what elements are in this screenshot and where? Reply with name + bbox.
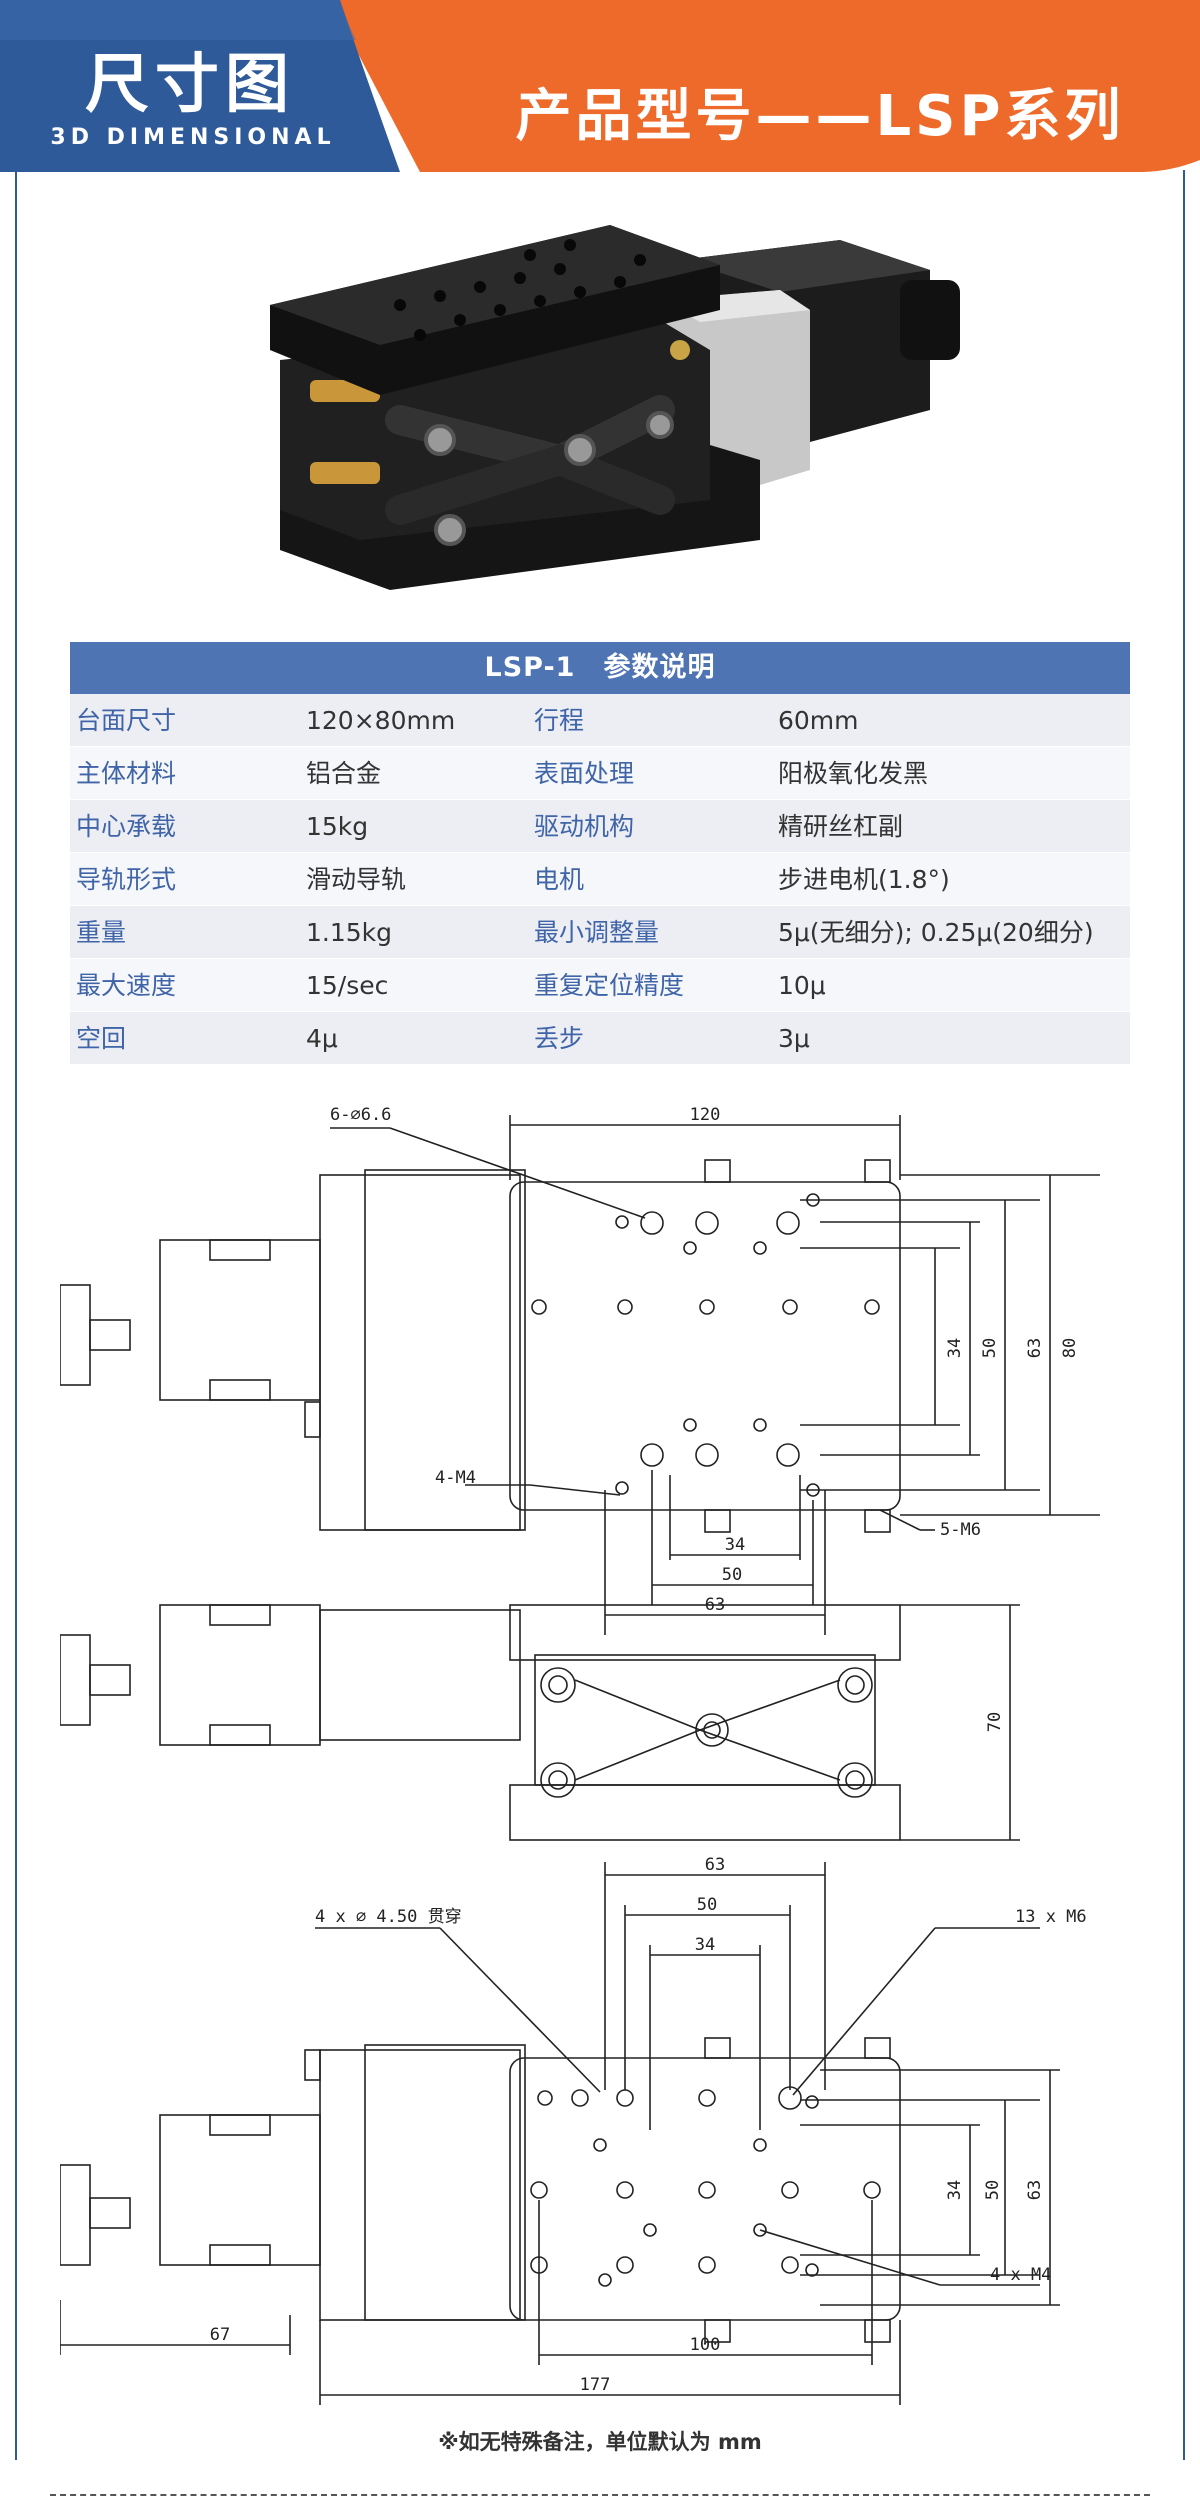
dim-bottom-67: 67 [210,2325,230,2345]
header-banner: 尺寸图 3D DIMENSIONAL 产品型号——LSP系列 [0,0,1200,176]
dim-bottom-34: 34 [695,1935,715,1955]
dim-bottom-177: 177 [580,2375,611,2395]
table-row: 中心承载 15kg 驱动机构 精研丝杠副 [70,800,1130,853]
side-view-drawing [59,1604,1020,1841]
table-row: 最大速度 15/sec 重复定位精度 10μ [70,959,1130,1012]
label-bottom-4-m4: 4 x M4 [990,2265,1051,2285]
spec-table: LSP-1 参数说明 台面尺寸 120×80mm 行程 60mm 主体材料 铝合… [70,642,1130,1065]
bottom-view-drawing [59,1862,1060,2405]
dim-side-height: 70 [985,1712,1005,1732]
dashed-divider [50,2494,1150,2496]
label-through-holes: 4 x ∅ 4.50 贯穿 [315,1907,462,1927]
table-row: 重量 1.15kg 最小调整量 5μ(无细分); 0.25μ(20细分) [70,906,1130,959]
dim-bottom-v50: 50 [983,2180,1003,2200]
label-4-m4: 4-M4 [435,1468,476,1488]
table-row: 台面尺寸 120×80mm 行程 60mm [70,694,1130,747]
top-view-drawing [59,1115,1100,1635]
dim-top-h50: 50 [722,1565,742,1585]
page-title: 尺寸图 [85,48,295,122]
dim-top-v63: 63 [1025,1338,1045,1358]
dim-bottom-100: 100 [690,2335,721,2355]
content-frame [15,170,1185,2460]
unit-footnote: ※如无特殊备注，单位默认为 mm [438,2430,762,2454]
dim-top-v80: 80 [1060,1338,1080,1358]
dim-top-width: 120 [690,1105,721,1125]
dim-bottom-50: 50 [697,1895,717,1915]
table-row: 导轨形式 滑动导轨 电机 步进电机(1.8°) [70,853,1130,906]
label-5-m6: 5-M6 [940,1520,981,1540]
label-hole-66: 6-∅6.6 [330,1105,391,1125]
model-title: 产品型号——LSP系列 [515,84,1125,149]
dim-bottom-v63: 63 [1025,2180,1045,2200]
dim-top-h34: 34 [725,1535,745,1555]
product-image [240,210,980,610]
label-13-m6: 13 x M6 [1015,1907,1087,1927]
dim-top-h63: 63 [705,1595,725,1615]
table-row: 主体材料 铝合金 表面处理 阳极氧化发黑 [70,747,1130,800]
spec-table-title: LSP-1 参数说明 [70,642,1130,694]
dim-bottom-v34: 34 [945,2180,965,2200]
dimension-drawings: 120 6-∅6.6 4-M4 5-M6 34 50 63 34 50 63 8… [59,1090,1140,2420]
dim-top-v50: 50 [980,1338,1000,1358]
dim-bottom-63: 63 [705,1855,725,1875]
page-subtitle: 3D DIMENSIONAL [50,125,336,150]
dim-top-v34: 34 [945,1338,965,1358]
table-row: 空回 4μ 丢步 3μ [70,1012,1130,1065]
